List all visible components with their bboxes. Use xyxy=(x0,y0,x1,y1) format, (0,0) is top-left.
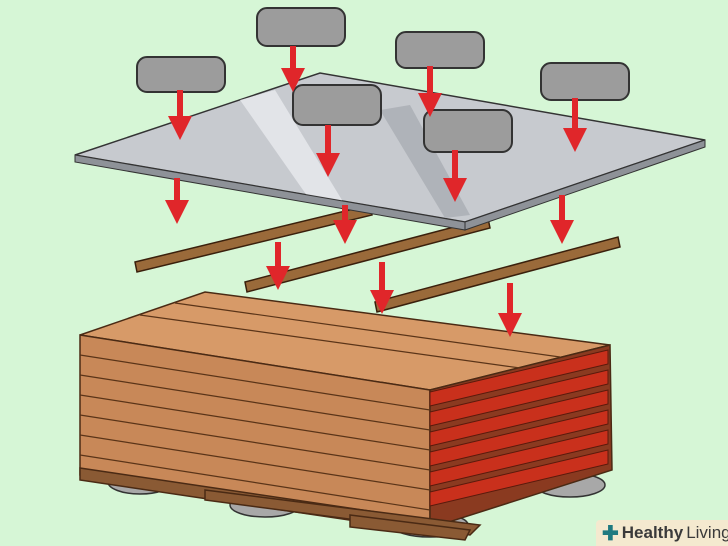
pressure-arrows xyxy=(165,46,587,337)
glass-sheet xyxy=(74,72,706,231)
stones xyxy=(136,7,630,153)
watermark-brand-bold: Healthy xyxy=(621,523,684,542)
plus-leaf-logo-icon: ✚ xyxy=(602,522,619,545)
lumber-stack xyxy=(79,291,613,541)
healthy-living-watermark: ✚ Healthy Living xyxy=(596,520,728,546)
stickers xyxy=(134,204,621,313)
watermark-brand-light: Living xyxy=(686,523,728,542)
